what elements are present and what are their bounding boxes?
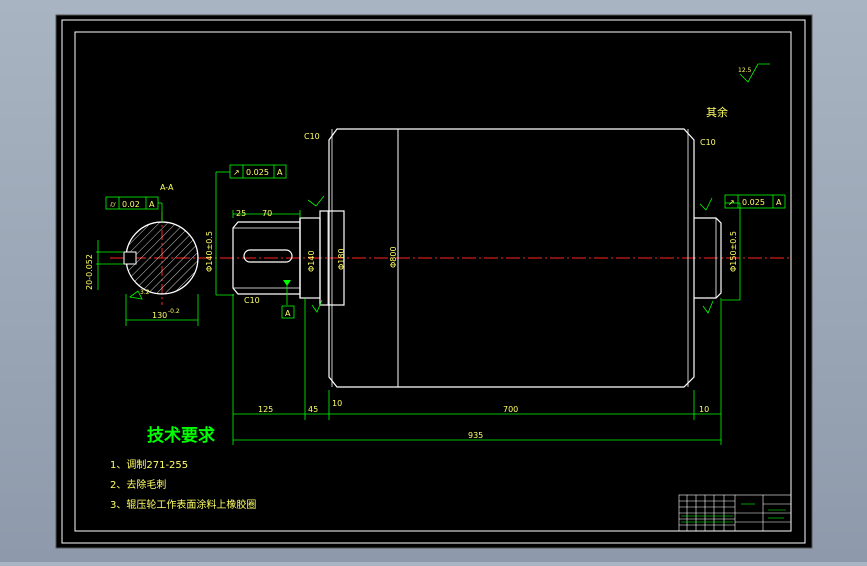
dim-phi-collar: Φ180 [337, 248, 346, 270]
inner-border [74, 31, 792, 532]
dim-c10-top-left: C10 [304, 132, 320, 141]
tol-datum-1: A [149, 200, 155, 209]
dim-c10-left: C10 [244, 296, 260, 305]
title-block [678, 494, 792, 532]
section-view: 20-0.052 130 -0.2 A-A ⌭ 0.02 A 3.2 [85, 183, 199, 326]
datum-marker: A [281, 280, 295, 319]
tol-value-2: 0.025 [246, 168, 269, 177]
tol-symbol-1: ⌭ [110, 200, 116, 209]
dim-phi-key: Φ140 [307, 250, 316, 272]
dimension-lines [215, 171, 741, 445]
other-finish-value: 12.5 [738, 67, 752, 74]
tol-datum-2: A [277, 168, 283, 177]
roughness-icon [129, 290, 143, 300]
dim-25: 25 [236, 209, 246, 218]
tol-symbol-3: ↗ [728, 198, 735, 207]
roughness-label: 3.2 [140, 289, 150, 296]
tol-value-3: 0.025 [742, 198, 765, 207]
tech-requirements: 技术要求 1、调制271-255 2、去除毛刺 3、辊压轮工作表面涂料上橡胶圈 [110, 425, 256, 511]
title-block-marks [681, 503, 786, 523]
tol-datum-3: A [776, 198, 782, 207]
tol-value-1: 0.02 [122, 200, 140, 209]
tech-req-title: 技术要求 [147, 425, 215, 446]
dim-phi-shaft: Φ140±0.5 [205, 231, 214, 272]
keyway-width-tol: 20-0.052 [85, 254, 94, 290]
tech-req-item-2: 2、去除毛刺 [110, 478, 166, 491]
tol-symbol-2: ↗ [233, 168, 240, 177]
tech-req-item-1: 1、调制271-255 [110, 458, 188, 471]
tolerance-frame-left: ↗ 0.025 A [229, 164, 287, 179]
section-dim: 130 [152, 311, 167, 320]
dim-70: 70 [262, 209, 272, 218]
other-finish-label: 其余 [706, 105, 728, 119]
dim-10a: 10 [332, 399, 342, 408]
dim-phi-drum: Φ800 [389, 246, 398, 268]
outer-border [61, 19, 806, 544]
datum-letter: A [285, 309, 291, 318]
section-label: A-A [160, 183, 174, 192]
tech-req-item-3: 3、辊压轮工作表面涂料上橡胶圈 [110, 498, 256, 511]
drum [328, 128, 695, 388]
dim-c10-top-right: C10 [700, 138, 716, 147]
dim-45: 45 [308, 405, 318, 414]
dim-total: 935 [468, 431, 483, 440]
roughness-marks [307, 63, 770, 314]
dim-125: 125 [258, 405, 273, 414]
dim-phi-right: Φ150±0.5 [729, 231, 738, 272]
right-shaft [694, 217, 722, 299]
dim-10b: 10 [699, 405, 709, 414]
section-dim-tol: -0.2 [168, 308, 180, 315]
tolerance-frame-right: ↗ 0.025 A [724, 194, 786, 209]
dim-700: 700 [503, 405, 518, 414]
dimension-texts: 25 70 C10 C10 C10 Φ140±0.5 Φ140 Φ180 Φ80… [205, 132, 738, 440]
